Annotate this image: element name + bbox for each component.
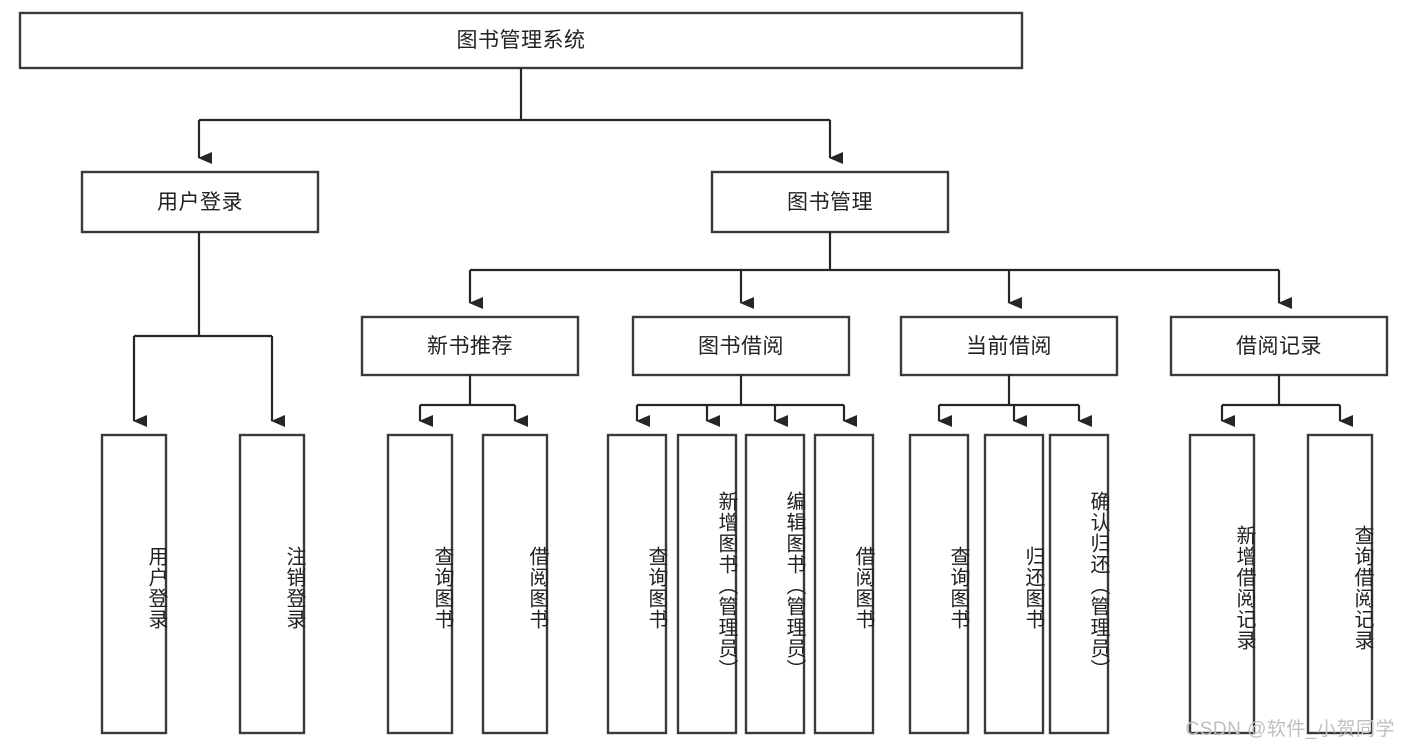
node-box-leaf-user-logout[interactable] (238, 433, 306, 735)
node-box-leaf-rec-add-record[interactable] (1188, 433, 1256, 735)
node-box-leaf-rec-query-book[interactable] (386, 433, 454, 735)
node-box-user-login[interactable] (80, 170, 320, 234)
node-box-leaf-borrow-query-book[interactable] (606, 433, 668, 735)
node-box-book-borrow[interactable] (631, 315, 851, 377)
node-box-leaf-cur-query-book[interactable] (908, 433, 970, 735)
node-box-leaf-rec-query-record[interactable] (1306, 433, 1374, 735)
node-box-leaf-borrow-edit-book[interactable] (744, 433, 806, 735)
csdn-watermark: CSDN @软件_小贺同学 (1185, 719, 1395, 740)
node-box-leaf-user-login[interactable] (100, 433, 168, 735)
node-box-leaf-borrow-add-book[interactable] (676, 433, 738, 735)
node-box-new-book-rec[interactable] (360, 315, 580, 377)
node-box-leaf-borrow-borrow-book[interactable] (813, 433, 875, 735)
node-box-leaf-rec-borrow-book[interactable] (481, 433, 549, 735)
node-box-leaf-cur-return-book[interactable] (983, 433, 1045, 735)
node-box-root[interactable] (18, 11, 1024, 70)
node-box-leaf-cur-confirm-return[interactable] (1048, 433, 1110, 735)
node-box-borrow-record[interactable] (1169, 315, 1389, 377)
node-box-book-manage[interactable] (710, 170, 950, 234)
node-box-current-borrow[interactable] (899, 315, 1119, 377)
